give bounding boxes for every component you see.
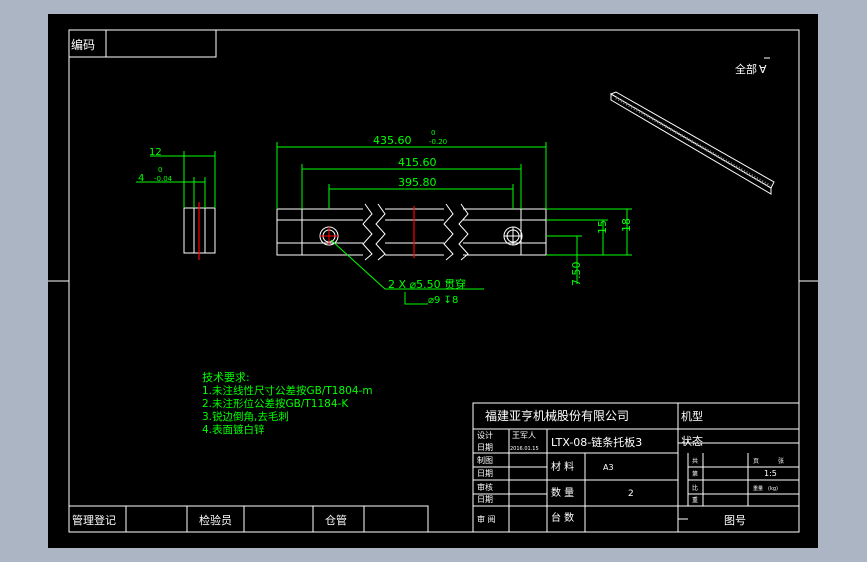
dim-side-thickness: 4 xyxy=(138,173,144,184)
quantity-value: 2 xyxy=(628,489,634,499)
side-view: 12 4 0 -0.04 xyxy=(136,147,216,260)
note-item: 2.未注形位公差按GB/T1184-K xyxy=(202,397,349,410)
check-label: 审核 xyxy=(477,482,493,492)
part-name: LTX-08-链条托板3 xyxy=(551,435,642,449)
weight-label: 重 xyxy=(692,496,698,504)
surface-finish: 全部 ∀ xyxy=(735,57,770,76)
machine-label: 机型 xyxy=(681,409,703,423)
dim-mid-length: 415.60 xyxy=(398,156,437,169)
dim-hole-spacing: 395.80 xyxy=(398,176,437,189)
sheet-value: 张 xyxy=(778,457,784,465)
technical-notes: 技术要求: 1.未注线性尺寸公差按GB/T1804-m 2.未注形位公差按GB/… xyxy=(202,371,373,436)
dim-overall-length: 435.60 xyxy=(373,134,412,147)
drawing-canvas: 编码 全部 ∀ 12 4 0 -0.04 xyxy=(48,29,818,533)
design-date: 2016.01.15 xyxy=(510,446,539,452)
drawing-number-label: 图号 xyxy=(724,514,746,527)
date-label: 日期 xyxy=(477,469,493,478)
dim-side-tol-lower: -0.04 xyxy=(154,175,173,183)
dim-height-inner: 15 xyxy=(596,220,609,234)
sheet-page-label: 页 xyxy=(753,458,759,465)
dim-hole-height: 7.50 xyxy=(570,262,583,287)
management-label: 管理登记 xyxy=(72,513,116,527)
drawing-label: 制图 xyxy=(477,455,493,465)
designer-name: 王军人 xyxy=(512,431,536,440)
sheet-index-label: 第 xyxy=(692,470,698,478)
design-label: 设计 xyxy=(477,430,493,440)
status-label: 状态 xyxy=(681,434,703,448)
sets-label: 台 数 xyxy=(551,511,574,524)
weight-unit: (kg) xyxy=(768,486,778,492)
approve-label: 审 阅 xyxy=(477,514,496,524)
dim-counterbore: ⌀9 ↧8 xyxy=(428,295,458,306)
storage-label: 仓管 xyxy=(325,513,347,527)
drawing-sheet: 编码 全部 ∀ 12 4 0 -0.04 xyxy=(48,14,818,548)
date-label: 日期 xyxy=(477,495,493,504)
notes-title: 技术要求: xyxy=(202,371,250,384)
quantity-label: 数 量 xyxy=(551,486,574,499)
weight-text: 重量 xyxy=(753,485,763,492)
material-value: A3 xyxy=(603,463,614,472)
note-item: 1.未注线性尺寸公差按GB/T1804-m xyxy=(202,384,373,397)
company-name: 福建亚亨机械股份有限公司 xyxy=(485,408,629,423)
surface-label: 全部 xyxy=(735,62,757,76)
front-dimensions: 435.60 0 -0.20 415.60 395.80 18 15 7.50 … xyxy=(276,129,633,306)
dim-side-tol-upper: 0 xyxy=(158,166,162,174)
title-block-text: 福建亚亨机械股份有限公司 机型 状态 设计 王军人 日期 2016.01.15 … xyxy=(477,408,784,527)
inspector-label: 检验员 xyxy=(199,513,232,527)
material-label: 材 料 xyxy=(551,460,574,473)
code-box: 编码 xyxy=(68,29,217,58)
scale-label: 比 xyxy=(692,484,698,492)
code-label: 编码 xyxy=(71,37,95,52)
title-block xyxy=(472,402,800,533)
scale-value: 1:5 xyxy=(764,469,777,478)
dim-hole-callout: 2 X ⌀5.50 贯穿 xyxy=(388,277,466,291)
front-view xyxy=(276,203,547,261)
note-item: 4.表面镀白锌 xyxy=(202,423,265,436)
isometric-view xyxy=(609,91,775,195)
dim-overall-tol-lower: -0.20 xyxy=(429,138,447,146)
date-label: 日期 xyxy=(477,443,493,452)
dim-height-total: 18 xyxy=(620,218,633,232)
dim-side-width: 12 xyxy=(149,147,162,158)
sheet-total-label: 共 xyxy=(692,457,698,465)
note-item: 3.锐边倒角,去毛刺 xyxy=(202,410,289,423)
bottom-bar: 管理登记 检验员 仓管 xyxy=(68,505,429,533)
surface-symbol: ∀ xyxy=(759,63,767,76)
dim-overall-tol-upper: 0 xyxy=(431,129,435,137)
